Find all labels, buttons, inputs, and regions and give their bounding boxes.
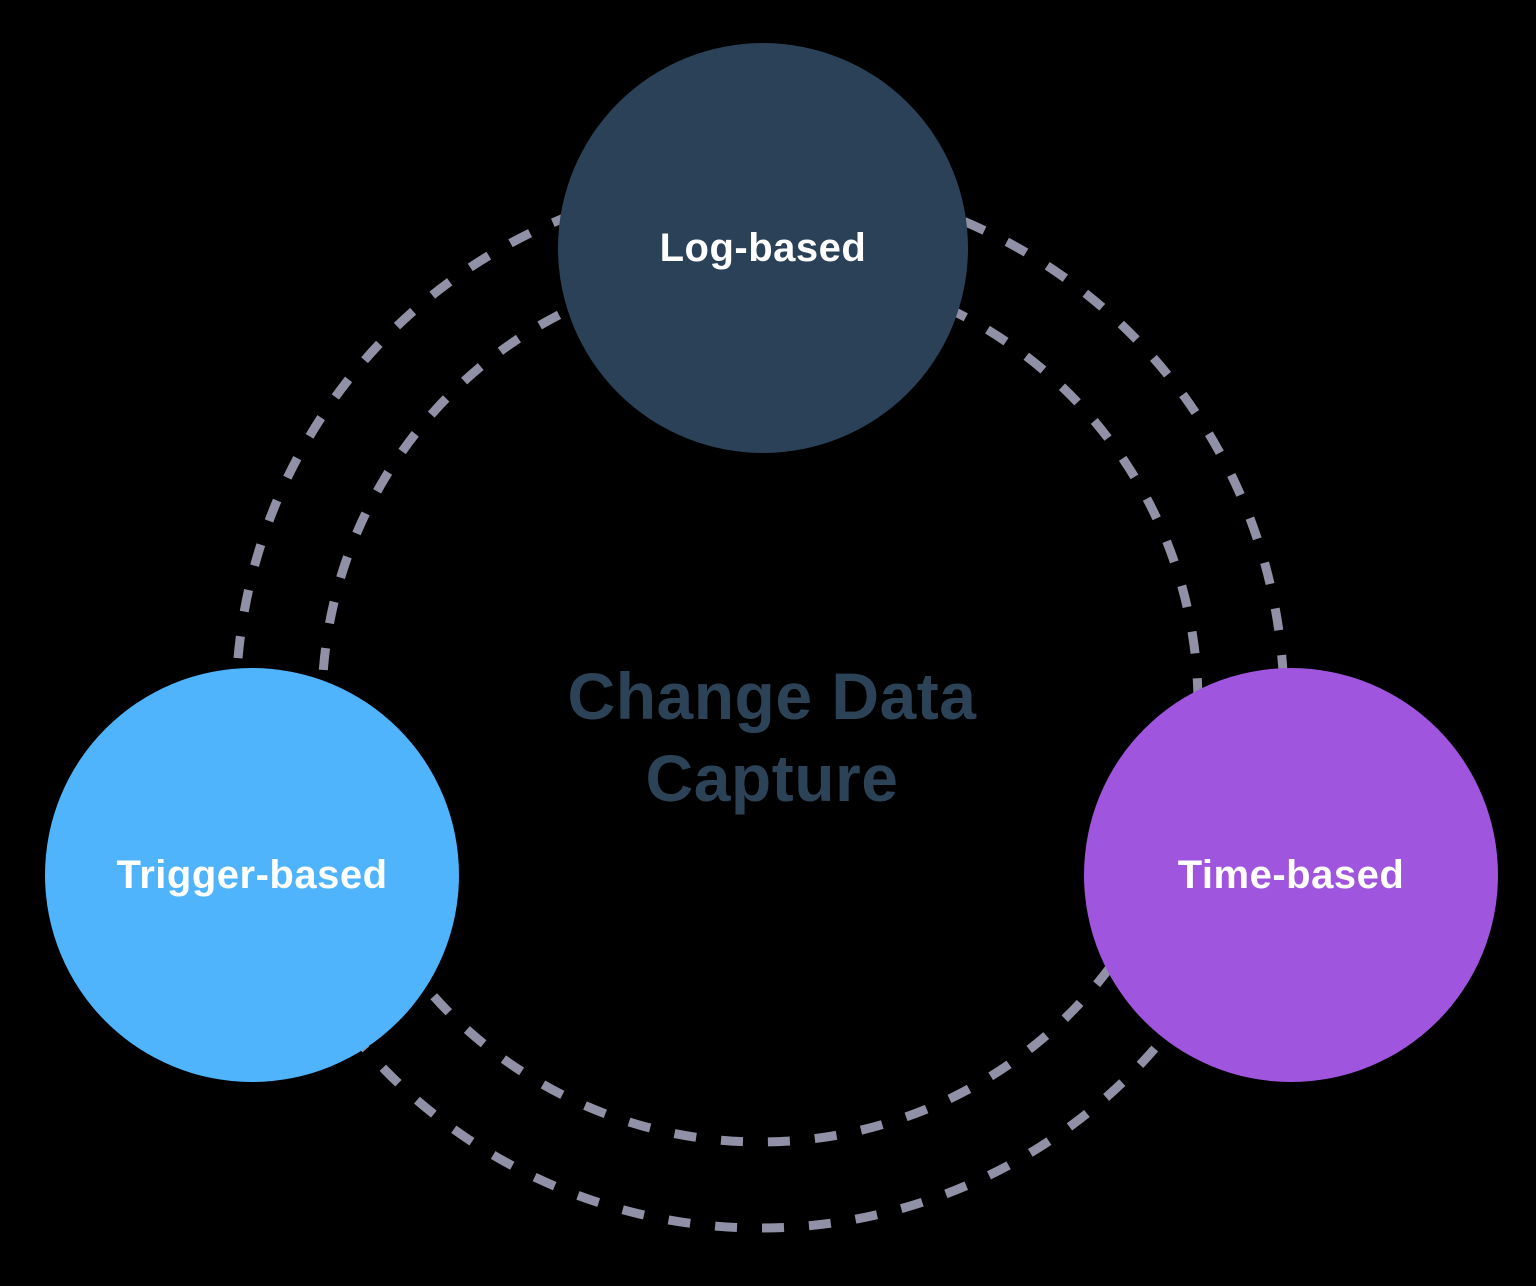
diagram-title-line2: Capture — [645, 741, 899, 815]
node-log-based-label: Log-based — [659, 225, 867, 270]
diagram-title-line1: Change Data — [567, 659, 977, 733]
node-trigger-based-label: Trigger-based — [116, 852, 388, 897]
diagram-title: Change Data Capture — [568, 655, 977, 819]
node-time-based-label: Time-based — [1177, 852, 1405, 897]
node-time-based: Time-based — [1084, 668, 1498, 1082]
node-trigger-based: Trigger-based — [45, 668, 459, 1082]
node-log-based: Log-based — [558, 43, 968, 453]
